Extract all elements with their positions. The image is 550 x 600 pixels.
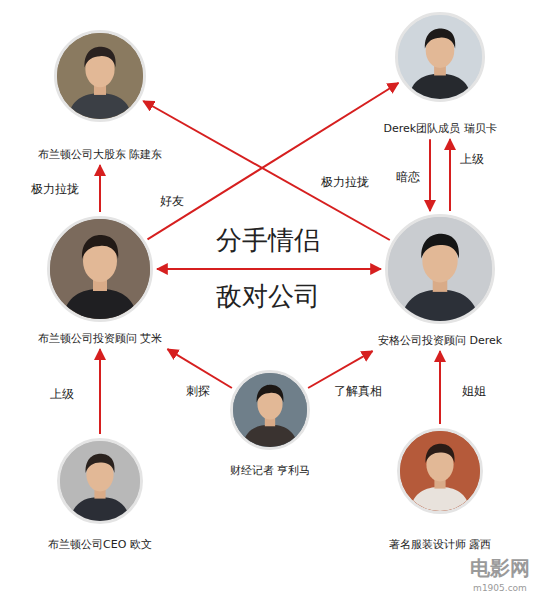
person-node: 著名服装设计师 露西 [386,428,495,551]
relation-label: 极力拉拢 [319,176,371,190]
relation-label: 上级 [48,388,76,402]
person-node: 安格公司投资顾问 Derek [375,214,506,347]
relation-label: 暗恋 [394,171,422,185]
relation-arrow [148,83,399,239]
relation-label: 了解真相 [332,385,384,399]
relation-arrow [449,139,451,211]
person-caption: 布兰顿公司CEO 欧文 [48,538,152,551]
relation-label: 上级 [458,153,486,167]
person-caption: 布兰顿公司投资顾问 艾米 [38,332,163,345]
watermark: 电影网 [468,557,532,580]
relation-label: 分手情侣 [214,226,322,256]
relation-arrow [439,351,441,424]
portrait-figure [400,431,480,511]
center-caption: 敌对公司 [214,282,322,312]
person-caption: 著名服装设计师 露西 [389,538,492,551]
relation-label: 好友 [158,195,186,209]
relation-arrow [99,165,101,212]
relation-arrow [168,349,232,388]
portrait-circle [397,428,483,514]
person-node: 财经记者 亨利马 [227,370,314,477]
person-node: 布兰顿公司大股东 陈建东 [35,30,166,161]
portrait-circle [385,214,495,324]
watermark: m1905.com [471,583,529,593]
relation-arrow [99,349,101,434]
person-caption: 财经记者 亨利马 [230,464,311,477]
portrait-figure [233,373,307,447]
portrait-figure [398,15,482,99]
portrait-figure [60,441,140,521]
portrait-figure [57,33,143,119]
portrait-figure [50,219,150,319]
portrait-figure [388,217,492,321]
relation-arrow [157,268,381,270]
portrait-circle [57,438,143,524]
person-node: 布兰顿公司投资顾问 艾米 [35,216,166,345]
person-caption: Derek团队成员 瑞贝卡 [383,122,496,135]
portrait-circle [54,30,146,122]
relation-arrow [429,139,431,211]
portrait-circle [47,216,153,322]
relation-label: 刺探 [184,385,212,399]
person-node: 布兰顿公司CEO 欧文 [45,438,155,551]
person-node: Derek团队成员 瑞贝卡 [380,12,500,135]
portrait-circle [230,370,310,450]
portrait-circle [395,12,485,102]
relation-label: 姐姐 [460,385,488,399]
person-caption: 安格公司投资顾问 Derek [378,334,502,347]
person-caption: 布兰顿公司大股东 陈建东 [38,148,163,161]
relation-arrow [308,351,372,388]
relation-label: 极力拉拢 [29,183,81,197]
